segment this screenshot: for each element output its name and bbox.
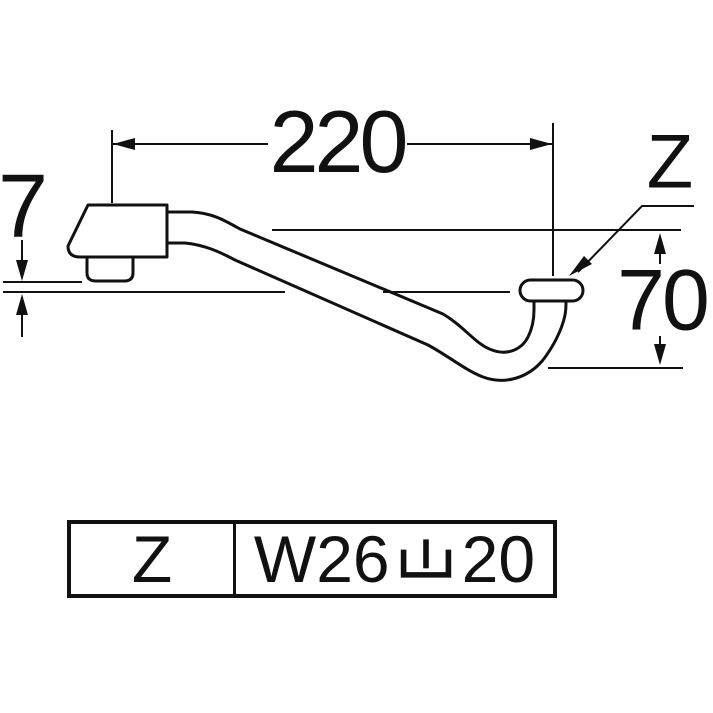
arrowhead-down-icon <box>16 260 28 281</box>
dim-width-label: 220 <box>269 92 409 192</box>
dim-outlet-drop-label: 7 <box>0 157 49 258</box>
spout-head <box>66 203 169 259</box>
leader-line <box>577 205 694 273</box>
arrowhead-right-icon <box>530 138 552 150</box>
kanji-yama-glyph <box>400 539 451 578</box>
thread-spec-table: Z W26 20 <box>67 520 557 598</box>
spout-pipe-top-edge <box>165 210 536 354</box>
dimension-7 <box>3 240 510 337</box>
arrowhead-left-icon <box>113 138 135 150</box>
spout-part <box>66 203 585 382</box>
dimension-70 <box>272 229 683 369</box>
arrowhead-up-icon <box>16 294 28 315</box>
thread-callout-label: Z <box>646 119 694 205</box>
dim-height-label: 70 <box>617 252 710 349</box>
z-leader <box>569 205 694 276</box>
connector-cap <box>518 278 585 303</box>
spout-pipe-bottom-edge <box>165 241 568 382</box>
aerator-tip <box>85 255 135 283</box>
thread-spec-suffix: 20 <box>461 522 536 596</box>
thread-symbol-cell: Z <box>71 524 236 594</box>
arrowhead-up-icon <box>654 233 666 254</box>
thread-spec-prefix: W26 <box>253 522 390 596</box>
leader-arrowhead-icon <box>569 256 592 276</box>
dimension-220 <box>111 123 554 276</box>
thread-spec-cell: W26 20 <box>236 524 553 594</box>
arrowhead-down-icon <box>654 344 666 365</box>
